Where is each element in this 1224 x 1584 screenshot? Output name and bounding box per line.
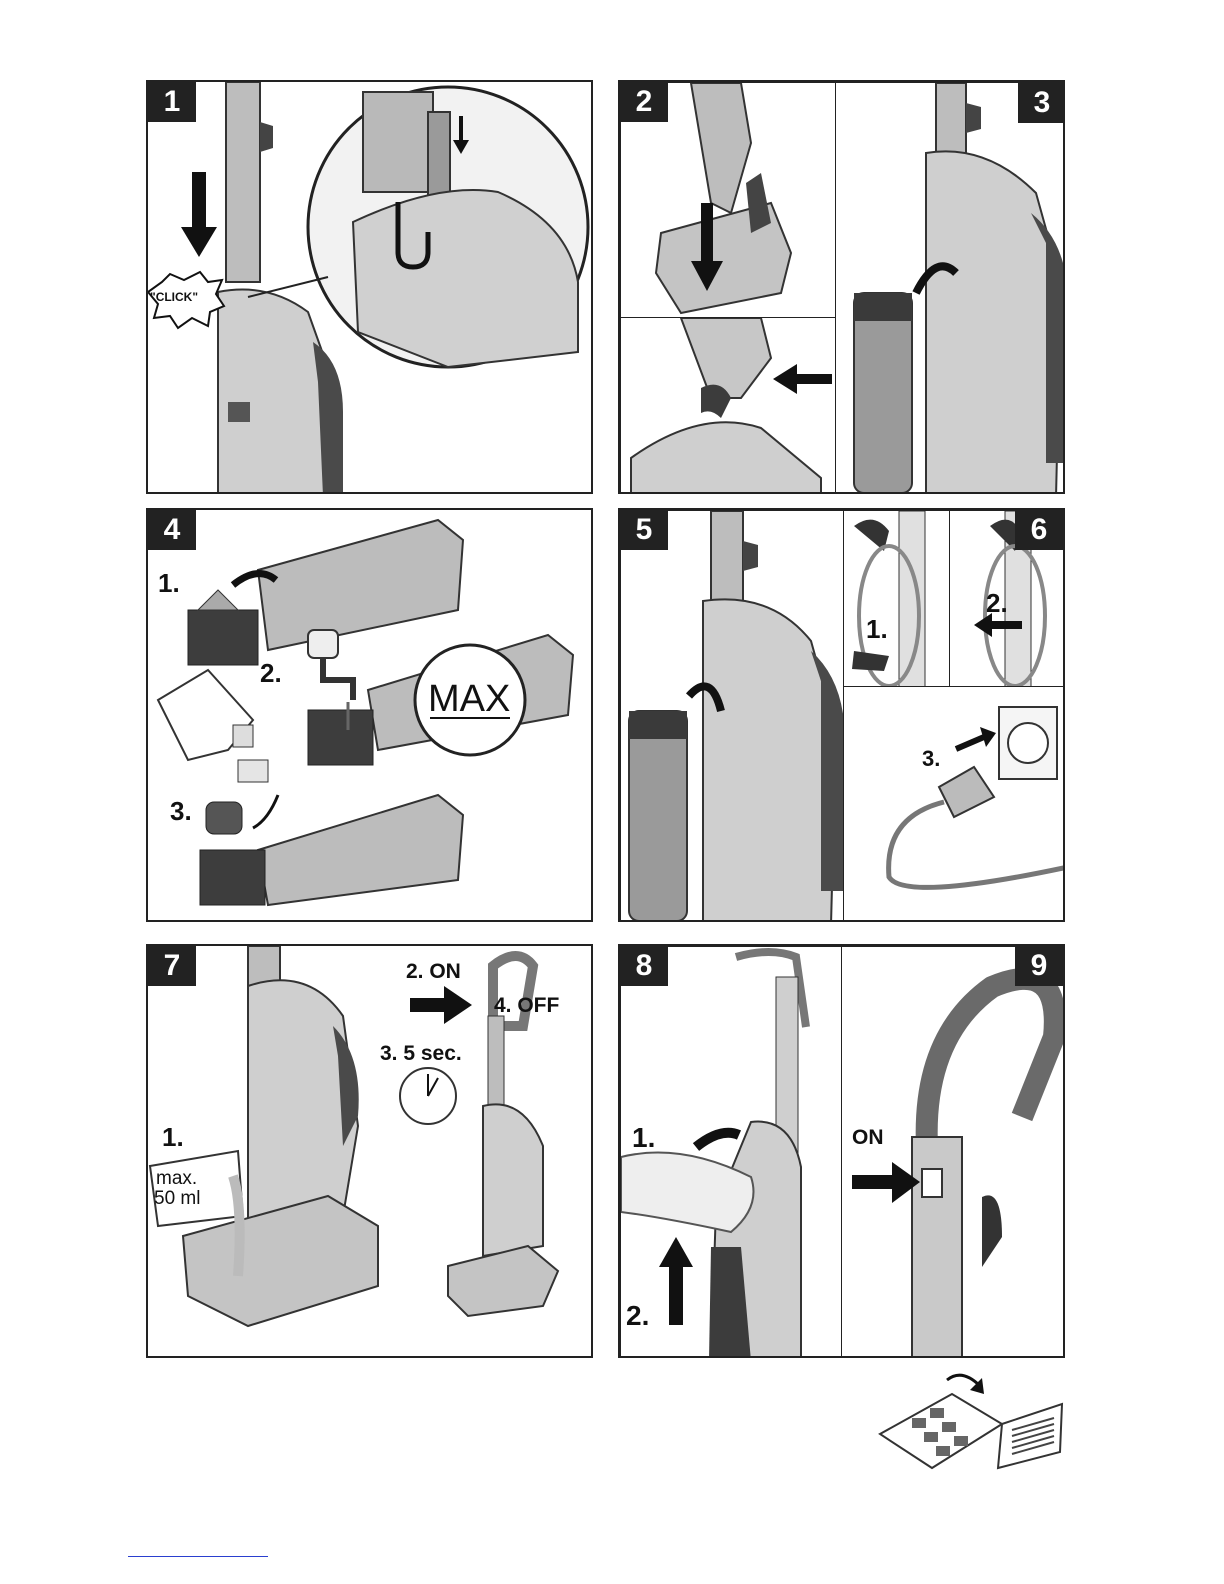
manual-icon [872,1364,1072,1474]
panel-step-7: 7 1. max. 50 ml 2. ON 3. 5 sec. 4. OFF [146,944,593,1358]
panel-step-2-3: 3 2 [618,80,1065,494]
step-4-label-1: 1. [158,568,180,599]
down-arrow-icon [181,172,217,257]
step-number-8: 8 [620,946,668,986]
panel-step-4: 4 1. 2. 3. MAX [146,508,593,922]
step-number-9: 9 [1015,946,1063,986]
curved-arrow-icon [253,795,278,828]
step-6-label-3: 3. [922,746,940,772]
right-arrow-icon [410,986,472,1024]
footer-link-line [128,1556,268,1557]
panel-step-6c [843,686,1065,922]
step-2b-illustration [621,318,836,494]
right-arrow-icon [956,727,996,749]
curved-arrow-icon [696,1133,739,1147]
step-number-2: 2 [620,82,668,122]
panel-step-5 [620,510,844,922]
step-8-label-2: 2. [626,1300,649,1332]
off-label: 4. OFF [494,994,559,1018]
step-number-4: 4 [148,510,196,550]
left-arrow-icon [773,364,832,394]
panel-step-5-6: 5 6 1. 2. 3. [618,508,1065,922]
measure-label-line2: 50 ml [154,1188,200,1210]
step-6a-illustration [844,511,950,687]
step-6c-illustration [844,687,1065,922]
step-1-illustration [148,82,593,494]
step-8-label-1: 1. [632,1122,655,1154]
right-arrow-icon [852,1162,920,1203]
panel-step-9 [841,946,1065,1358]
step-9-on-label: ON [852,1126,884,1150]
clock-icon [400,1068,456,1124]
step-4-illustration [148,510,593,922]
panel-step-8-9: 8 9 1. 2. ON [618,944,1065,1358]
step-3-illustration [836,83,1065,494]
click-label: "CLICK" [150,290,198,304]
step-number-1: 1 [148,82,196,122]
measure-label-line1: max. [156,1168,197,1190]
max-label: MAX [428,678,510,721]
plug-icon [939,767,994,817]
panel-step-2-bottom [620,317,836,494]
panel-step-3: 3 [835,82,1065,494]
up-arrow-icon [659,1237,693,1325]
step-9-illustration [842,947,1065,1358]
step-number-7: 7 [148,946,196,986]
panel-step-1: 1 "CLICK" [146,80,593,494]
step-number-6: 6 [1015,510,1063,550]
step-6-label-1: 1. [866,614,888,645]
step-4-label-2: 2. [260,658,282,689]
step-number-5: 5 [620,510,668,550]
wait-label: 3. 5 sec. [380,1042,462,1066]
bottle-icon [158,670,253,760]
panel-step-6a [843,510,950,687]
on-label: 2. ON [406,960,461,984]
step-7-label-1: 1. [162,1122,184,1153]
socket-icon [999,707,1057,779]
step-6-label-2: 2. [986,588,1008,619]
step-4-label-3: 3. [170,796,192,827]
step-number-3: 3 [1018,83,1065,123]
step-5-illustration [621,511,844,922]
